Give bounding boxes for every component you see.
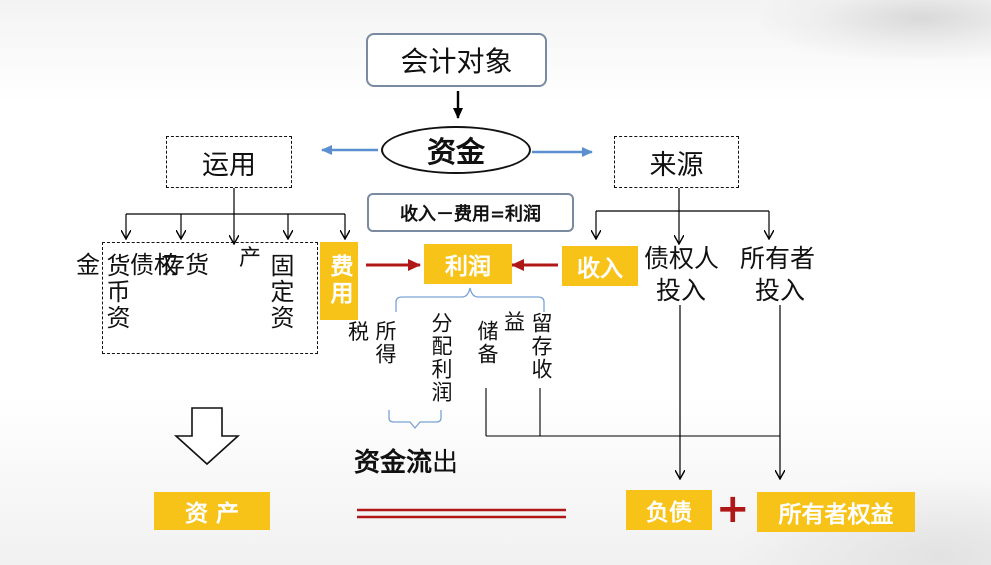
fund-outflow-bold: 资金流 bbox=[354, 448, 433, 478]
funds-label: 资金 bbox=[426, 135, 485, 169]
inventory-label: 存货 bbox=[161, 251, 209, 279]
formula-label: 收入－费用=利润 bbox=[399, 203, 542, 225]
assets-box: 资 产 bbox=[154, 492, 270, 530]
profit-label: 利润 bbox=[445, 254, 491, 280]
owner-invest-label: 投入 bbox=[755, 276, 806, 305]
claims-label: 债权 bbox=[130, 251, 178, 279]
funds-ellipse: 资金 bbox=[381, 126, 531, 174]
fund-outflow-label: 资金流出 bbox=[354, 450, 458, 476]
use-box: 运用 bbox=[166, 136, 292, 188]
cash-label-jin: 金 bbox=[76, 251, 100, 279]
profit-box: 利润 bbox=[424, 244, 512, 284]
reserves-label: 储备 bbox=[475, 320, 499, 366]
formula-box: 收入－费用=利润 bbox=[367, 193, 574, 232]
fixed-assets-label: 固定资 bbox=[266, 253, 294, 331]
liabilities-label: 负债 bbox=[646, 500, 692, 526]
cash-label: 货币资 bbox=[102, 253, 130, 331]
retained-label: 留存收 bbox=[529, 312, 553, 381]
creditor-label: 债权人 bbox=[644, 244, 720, 273]
goods-label: 产 bbox=[239, 246, 262, 271]
use-items-group bbox=[102, 242, 318, 354]
income-box: 收入 bbox=[562, 246, 638, 286]
hollow-down-arrow bbox=[173, 407, 241, 466]
plus-sign: + bbox=[716, 486, 750, 532]
accounting-object-box: 会计对象 bbox=[366, 33, 547, 87]
fund-outflow-out: 出 bbox=[432, 448, 459, 478]
accounting-object-label: 会计对象 bbox=[400, 45, 513, 78]
distributed-profit-label: 分配利润 bbox=[429, 312, 453, 404]
surplus-label: 益 bbox=[504, 310, 525, 334]
expense-box: 费用 bbox=[320, 242, 358, 320]
expense-label: 费用 bbox=[326, 254, 352, 308]
use-label: 运用 bbox=[202, 149, 256, 181]
assets-label: 资 产 bbox=[184, 501, 239, 527]
liabilities-box: 负债 bbox=[626, 490, 712, 530]
tax-label: 税 bbox=[348, 320, 369, 344]
income-tax-label: 所得 bbox=[373, 320, 397, 366]
owners-equity-box: 所有者权益 bbox=[757, 492, 915, 532]
background-swoosh-top bbox=[761, 0, 991, 60]
creditor-invest-label: 投入 bbox=[656, 276, 707, 305]
profit-distribution-brace bbox=[395, 287, 545, 312]
outflow-brace bbox=[388, 410, 442, 430]
income-label: 收入 bbox=[577, 256, 623, 282]
source-box: 来源 bbox=[614, 136, 739, 188]
owner-label: 所有者 bbox=[740, 244, 816, 273]
source-label: 来源 bbox=[649, 149, 704, 181]
owners-equity-label: 所有者权益 bbox=[778, 502, 894, 528]
